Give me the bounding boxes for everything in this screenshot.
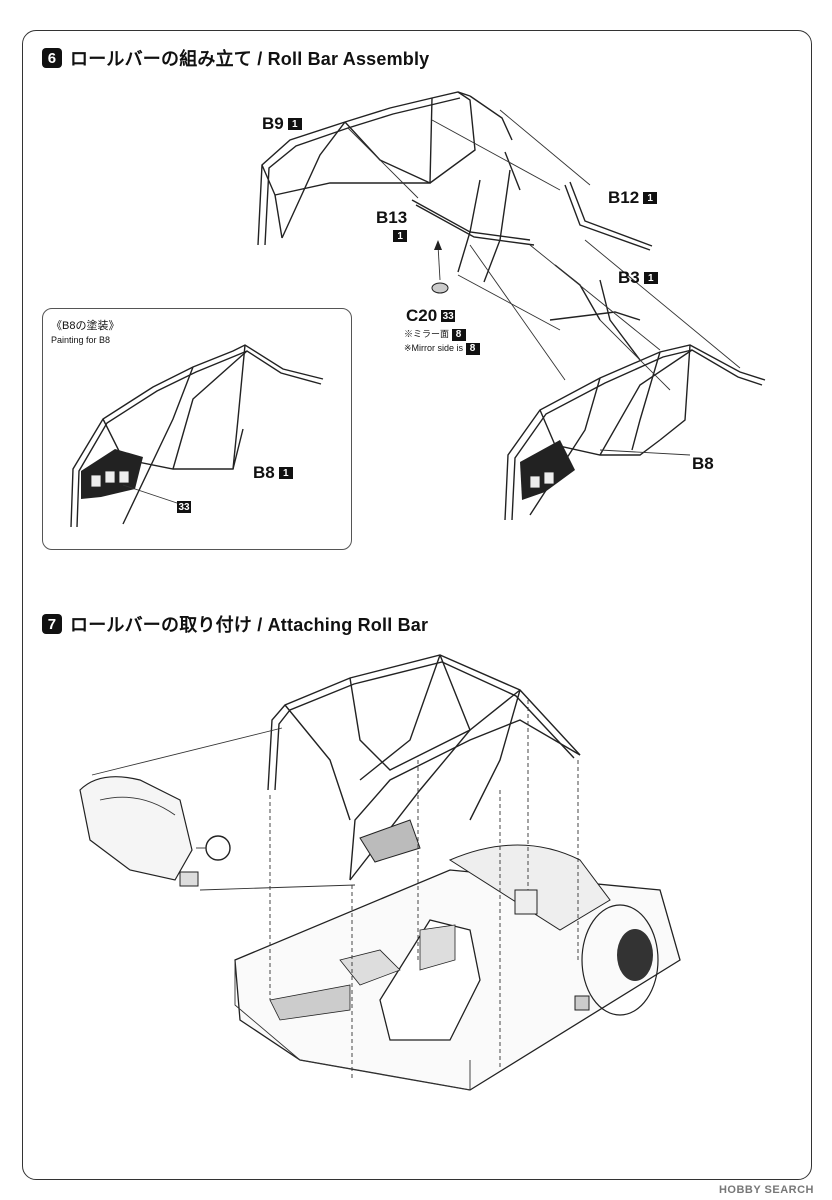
inset-title: 《B8の塗装》 <box>51 320 120 332</box>
dashboard-assembly-drawing <box>79 727 356 891</box>
b8-part-drawing <box>504 344 766 521</box>
c20-note-jp-text: ※ミラー面 <box>404 329 450 339</box>
c20-note-en-box: 8 <box>465 343 480 355</box>
inset-subtitle: Painting for B8 <box>51 335 111 345</box>
b13-name: B13 <box>376 208 408 227</box>
inset-b8-box: 1 <box>278 467 293 479</box>
watermark: HOBBY SEARCH <box>718 1184 814 1196</box>
b12-label: B12 1 <box>608 188 658 208</box>
c20-note-jp-box: 8 <box>451 329 466 341</box>
b12-box: 1 <box>643 192 658 204</box>
step-6-header: 6 ロールバーの組み立て / Roll Bar Assembly <box>42 45 429 71</box>
b3-label: B3 1 <box>618 268 658 288</box>
b8-painting-drawing-icon <box>70 344 324 528</box>
b12-part-drawing <box>504 151 653 251</box>
b9-box: 1 <box>287 118 302 130</box>
step-7-header: 7 ロールバーの取り付け / Attaching Roll Bar <box>42 611 428 637</box>
b12-name: B12 <box>608 188 640 207</box>
c20-note-en-text: ※Mirror side is <box>404 343 464 353</box>
b3-box: 1 <box>643 272 658 284</box>
roll-cage-drawing <box>267 654 581 881</box>
b3-name: B3 <box>618 268 640 287</box>
step-6-number: 6 <box>42 48 62 68</box>
c20-note: ※ミラー面 8 ※Mirror side is 8 <box>404 327 480 355</box>
c20-part-drawing <box>431 240 449 294</box>
c20-label: C20 33 <box>406 306 456 326</box>
c20-name: C20 <box>406 306 438 325</box>
b8-name: B8 <box>692 454 714 473</box>
steering-wheel-icon <box>205 835 231 861</box>
chassis-tub-drawing <box>234 844 681 1091</box>
b13-part-drawing <box>411 169 535 283</box>
b8-painting-inset: 《B8の塗装》 Painting for B8 B8 1 33 <box>42 308 352 550</box>
c20-box: 33 <box>441 310 456 322</box>
b13-box: 1 <box>393 230 408 242</box>
step-7-title: ロールバーの取り付け / Attaching Roll Bar <box>70 615 429 635</box>
step-6-title: ロールバーの組み立て / Roll Bar Assembly <box>70 49 430 69</box>
step-7-number: 7 <box>42 614 62 634</box>
b9-name: B9 <box>262 114 284 133</box>
b13-label: B13 1 <box>376 208 408 242</box>
inset-b8-name: B8 <box>253 463 275 482</box>
c20-note-en: ※Mirror side is 8 <box>404 341 480 355</box>
inset-b8-label: B8 1 <box>253 463 293 483</box>
inset-color-box: 33 <box>177 501 191 513</box>
b9-label: B9 1 <box>262 114 302 134</box>
page-frame <box>22 30 812 1180</box>
b8-label: B8 <box>692 454 714 474</box>
c20-note-jp: ※ミラー面 8 <box>404 327 480 341</box>
